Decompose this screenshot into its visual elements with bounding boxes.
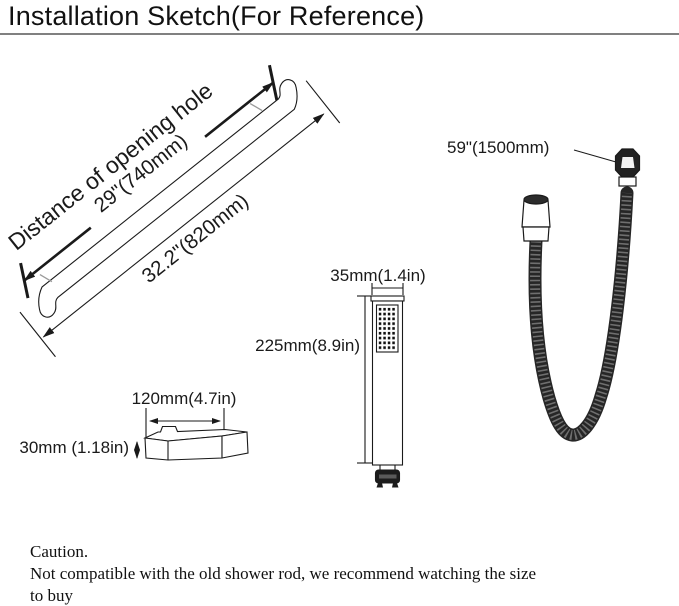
- spout-width-label: 120mm(4.7in): [132, 389, 237, 408]
- spout-body: [143, 425, 249, 461]
- hand-shower-height-label: 225mm(8.9in): [255, 336, 360, 355]
- hand-shower-height-dimension: [357, 295, 372, 464]
- hand-shower-width-dimension: [371, 283, 404, 295]
- hand-shower-connector: [374, 469, 401, 488]
- caution-line1: Not compatible with the old shower rod, …: [30, 564, 537, 583]
- shower-hose-drawing: 59"(1500mm): [447, 138, 641, 442]
- hose-leader-line: [573, 149, 617, 163]
- hose-tube: [528, 186, 634, 442]
- page-title: Installation Sketch(For Reference): [8, 1, 425, 31]
- rod-bar: [38, 79, 298, 318]
- rod-overall-length-label: 32.2"(820mm): [138, 189, 253, 287]
- hand-shower-drawing: 35mm(1.4in) 225mm(8.9in): [255, 266, 426, 488]
- hand-shower-width-label: 35mm(1.4in): [330, 266, 425, 285]
- rod-overall-dimension: [19, 80, 341, 358]
- hose-cone-fitting: [521, 194, 551, 242]
- shower-rod-drawing: 29"(740mm) Distance of opening hole 32.2…: [3, 64, 341, 358]
- spout-height-label: 30mm (1.18in): [19, 438, 129, 457]
- hand-shower-top-cap: [370, 295, 405, 302]
- caution-heading: Caution.: [30, 542, 89, 561]
- hose-length-label: 59"(1500mm): [447, 138, 549, 157]
- caution-line2: to buy: [30, 586, 73, 605]
- title-underline: [0, 33, 679, 35]
- hose-hex-nut: [614, 148, 641, 187]
- rod-opening-hole-label: Distance of opening hole: [3, 77, 217, 255]
- hand-shower-spray-nozzles: [378, 306, 397, 351]
- spout-drawing: 120mm(4.7in) 30mm (1.18in): [19, 389, 249, 461]
- hand-shower-spray-face: [375, 304, 399, 353]
- caution-note: Caution. Not compatible with the old sho…: [30, 541, 660, 606]
